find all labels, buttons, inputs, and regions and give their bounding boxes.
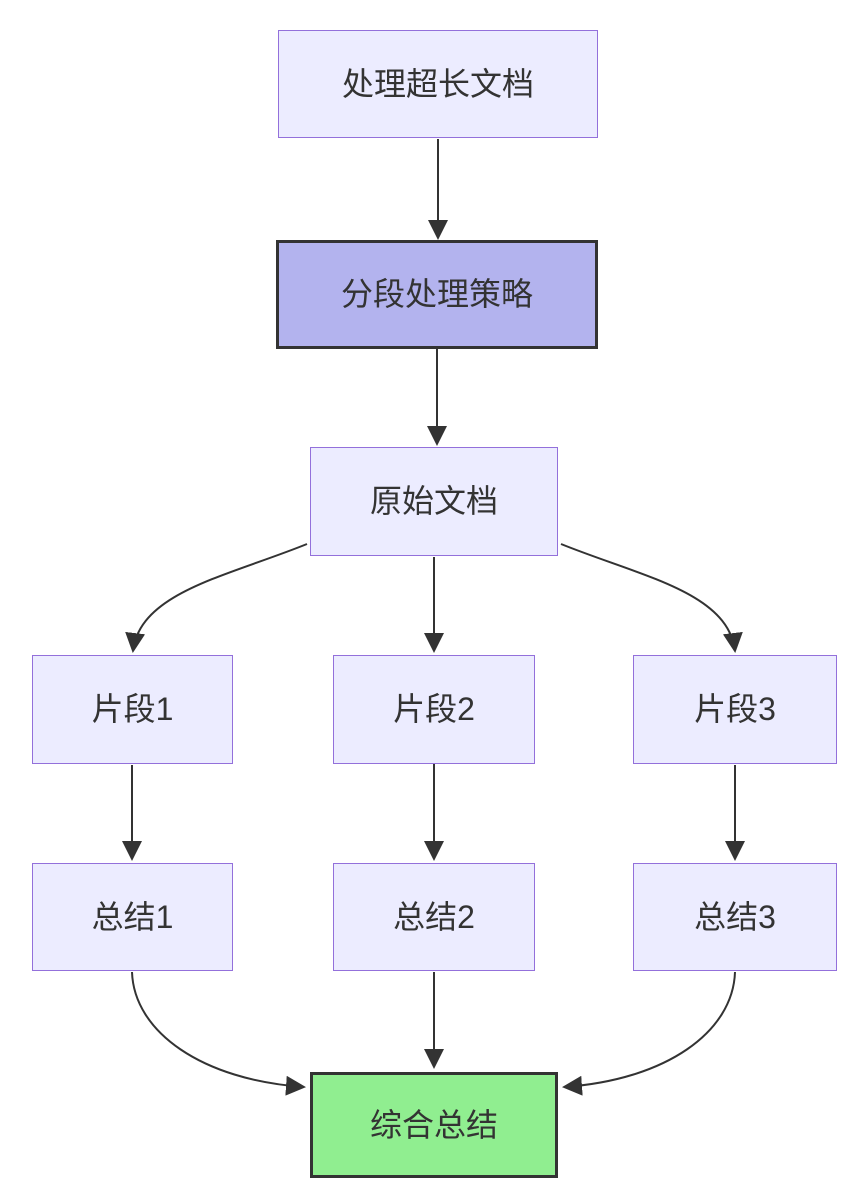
node-segment-1-label: 片段1 (91, 691, 174, 728)
node-segmentation-strategy-label: 分段处理策略 (340, 276, 533, 313)
node-summary-1: 总结1 (32, 863, 233, 971)
node-summary-2: 总结2 (333, 863, 535, 971)
node-segmentation-strategy: 分段处理策略 (276, 240, 598, 349)
edge-sum1-to-final (131, 971, 306, 1096)
node-original-document: 原始文档 (310, 447, 558, 556)
node-process-long-document: 处理超长文档 (278, 30, 598, 138)
node-segment-3-label: 片段3 (694, 691, 776, 728)
node-process-long-document-label: 处理超长文档 (341, 65, 534, 102)
node-original-document-label: 原始文档 (369, 483, 498, 520)
node-summary-3-label: 总结3 (694, 898, 776, 935)
node-final-summary: 综合总结 (310, 1072, 558, 1178)
node-final-summary-label: 综合总结 (369, 1106, 498, 1143)
node-segment-3: 片段3 (633, 655, 837, 764)
edge-sum3-to-final (562, 971, 736, 1096)
node-summary-3: 总结3 (633, 863, 837, 971)
node-summary-1-label: 总结1 (91, 898, 174, 935)
edge-original-to-seg1 (125, 543, 308, 653)
node-segment-2: 片段2 (333, 655, 535, 764)
edge-original-to-seg3 (560, 543, 743, 653)
node-summary-2-label: 总结2 (393, 898, 475, 935)
node-segment-1: 片段1 (32, 655, 233, 764)
node-segment-2-label: 片段2 (393, 691, 475, 728)
